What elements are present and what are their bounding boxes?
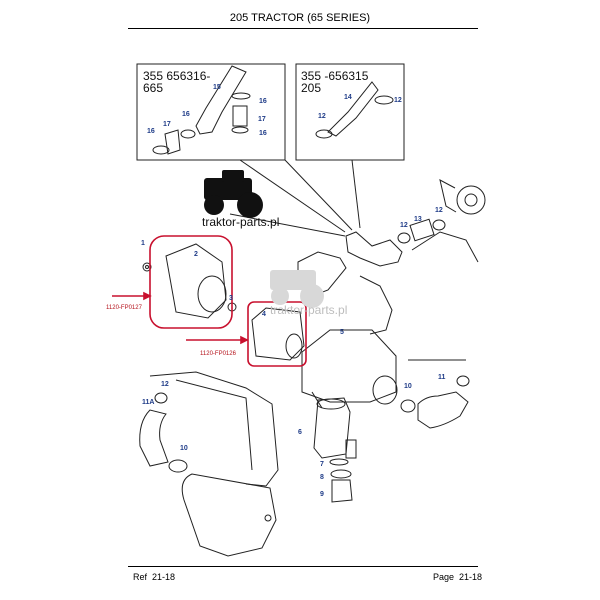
callout-7: 7 [320,461,324,468]
tractor-logo-icon [204,170,263,218]
inset-box-left [136,63,286,161]
inset-leader-3 [351,159,361,229]
clamp-12-hose11a [154,392,168,404]
callout-2: 2 [194,251,198,258]
pre-cleaner-6-valve [345,439,357,459]
inset-left-code-line1: 355 656316- [143,69,210,83]
highlight-filter-2 [149,235,233,329]
callout-12-left: 12 [161,381,169,388]
radiator-core [175,379,253,471]
callout-3: 3 [229,295,233,302]
watermark-text-light: traktor-parts.pl [270,303,347,317]
inset-leader-2 [284,159,353,231]
clamp-16-top [231,92,251,100]
clamp-10-left [168,459,188,473]
watermark-text-dark: traktor-parts.pl [202,215,279,229]
callout-10-right: 10 [404,383,412,390]
footer-page-label: Page [433,572,455,582]
lower-filter-bolt [264,514,272,522]
callout-15: 15 [213,84,221,91]
inset-right-code-line2: 205 [301,81,321,95]
clamp-12-hose13-left [397,232,411,244]
header-rule [128,28,478,29]
inset-box-right [295,63,405,161]
hose-13 [409,218,435,242]
footer-ref: Ref 21-18 [133,572,175,582]
turbo-housing [439,179,457,213]
clamp-12-hose11 [456,375,470,387]
ref-label-fp0127: 1120-FP0127 [106,305,143,311]
clamp-12-inset-left [315,129,333,139]
hose-11a [139,409,169,467]
callout-14: 14 [344,94,352,101]
clamp-12-hose13-right [432,219,446,231]
housing-outlet [372,375,398,405]
callout-13: 13 [414,216,422,223]
hose-17-right [232,105,248,127]
callout-17-left: 17 [163,121,171,128]
wing-nut-1 [142,262,152,272]
footer-rule [128,566,478,567]
radiator-frame [149,371,279,487]
callout-4: 4 [262,311,266,318]
engine-outline-a [359,275,393,335]
callout-12-hose13-left: 12 [400,222,408,229]
intake-pipe-15 [195,65,247,135]
callout-16-bottom-right: 16 [259,130,267,137]
callout-11: 11 [438,374,446,381]
ring-7 [329,458,349,466]
footer-ref-label: Ref [133,572,148,582]
hose-17-left [164,129,181,155]
hose-11 [417,391,469,429]
callout-6: 6 [298,429,302,436]
valve-9 [331,479,353,503]
callout-12-inset-right: 12 [394,97,402,104]
callout-9: 9 [320,491,324,498]
callout-5: 5 [340,329,344,336]
housing-foot-line [311,391,323,409]
turbocharger [456,185,486,215]
tractor-watermark-icon [270,270,324,308]
engine-manifold [345,231,403,267]
callout-17-right: 17 [258,116,266,123]
clamp-12-inset-right [374,95,394,105]
ring-8 [330,469,352,479]
callout-10-left: 10 [180,445,188,452]
callout-1: 1 [141,240,145,247]
intake-pipe-14 [327,81,379,137]
callout-8: 8 [320,474,324,481]
arrowhead-fp0127 [143,291,152,301]
footer-page-value: 21-18 [459,572,483,582]
clamp-16-bottom [231,126,249,134]
clamp-10-right [400,399,416,413]
inset-right-code-line1: 355 -656315 [301,69,369,83]
callout-16-left: 16 [147,128,155,135]
wing-nut-1-center [145,265,149,269]
lower-filter-body [181,473,277,557]
filter-element-2-end [197,275,227,313]
filter-element-2 [165,243,227,319]
footer-ref-value: 21-18 [152,572,176,582]
engine-outline-b [411,231,479,263]
ref-label-fp0126: 1120-FP0126 [200,351,237,357]
callout-16-top-right: 16 [259,98,267,105]
inset-leader-1 [239,159,346,233]
air-filter-housing-5 [301,329,397,403]
clamp-16-mid [180,129,196,139]
filter-element-4-end [285,333,303,359]
clamp-16-left [152,145,170,155]
pre-cleaner-6-top [316,398,346,410]
callout-12-hose13-right: 12 [435,207,443,214]
page-title: 205 TRACTOR (65 SERIES) [229,12,371,24]
turbo-hub [464,193,478,207]
callout-12-inset-left: 12 [318,113,326,120]
filter-element-4 [251,307,305,361]
inset-left-code-line2: 665 [143,81,163,95]
callout-11a: 11A [142,399,154,406]
footer-page: Page 21-18 [433,572,482,582]
arrowhead-fp0126 [240,335,249,345]
callout-16-mid: 16 [182,111,190,118]
